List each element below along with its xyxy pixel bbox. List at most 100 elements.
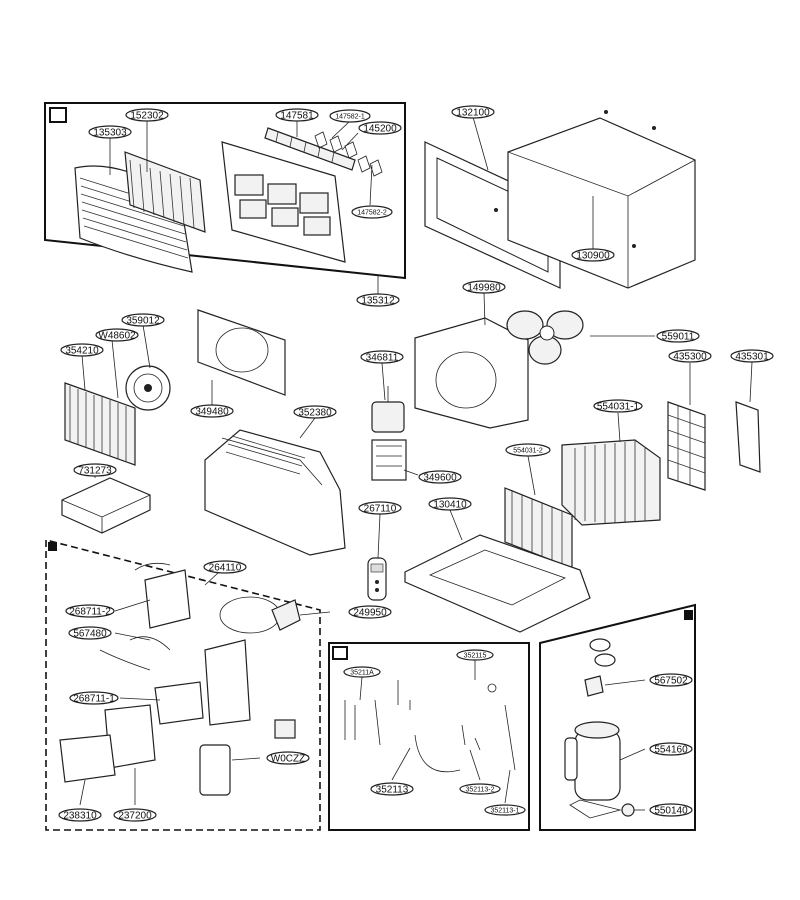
callout-349480: 349480 (190, 404, 234, 418)
part-label: 268711-1 (73, 694, 115, 705)
part-label: 268711-2 (69, 607, 111, 618)
part-label: 35211A (350, 670, 374, 677)
callout-147582-2: 147582-2 (351, 205, 393, 219)
part-label: 132100 (456, 108, 490, 119)
callout-147581: 147581 (275, 108, 319, 122)
callout-554160: 554160 (649, 742, 693, 756)
part-label: 559011 (662, 332, 695, 343)
part-label: 135312 (361, 296, 395, 307)
louver-clips (314, 131, 383, 177)
callout-352113: 352113 (370, 782, 414, 796)
callout-238310: 238310 (58, 808, 102, 822)
callout-264110: 264110 (203, 560, 247, 574)
remote-control (367, 557, 387, 601)
part-label: 147582-1 (335, 114, 365, 121)
part-label: 554031-2 (513, 448, 543, 455)
callout-135303: 135303 (88, 125, 132, 139)
callout-W0CZZ: W0CZZ (266, 751, 310, 765)
part-label: 352380 (298, 408, 332, 419)
part-label: 130900 (576, 251, 610, 262)
part-label: 149980 (467, 283, 501, 294)
callout-268711-2: 268711-2 (65, 604, 115, 618)
part-label: 238310 (63, 811, 97, 822)
callout-346811: 346811 (360, 350, 404, 364)
part-label: 435301 (735, 352, 769, 363)
base-pan (404, 534, 591, 633)
part-label: 135303 (93, 128, 127, 139)
part-label: 435300 (673, 352, 707, 363)
condenser-guard (667, 401, 706, 491)
condenser-coil (561, 439, 661, 526)
part-label: 346811 (366, 353, 399, 364)
part-label: 731273 (78, 466, 112, 477)
callout-435300: 435300 (668, 349, 712, 363)
callout-352380: 352380 (293, 405, 337, 419)
part-label: 352113-1 (490, 808, 519, 815)
part-label: 554160 (654, 745, 688, 756)
callout-145200: 145200 (358, 121, 402, 135)
callout-267110: 267110 (358, 501, 402, 515)
callout-132100: 132100 (451, 105, 495, 119)
electrical-parts (59, 562, 301, 796)
callout-W48602: W48602 (95, 328, 139, 342)
cabinet-front-frame (221, 141, 346, 263)
callout-352113-2: 352113-2 (459, 783, 501, 795)
part-label: 352113-2 (465, 787, 494, 794)
callout-554031-2: 554031-2 (505, 443, 551, 457)
section-frame-piping (328, 642, 530, 831)
fan-motor (371, 386, 407, 481)
part-label: 267110 (364, 504, 397, 515)
callout-35211A: 35211A (343, 666, 381, 678)
callout-354210: 354210 (60, 343, 104, 357)
callout-152302: 152302 (125, 108, 169, 122)
callout-559011: 559011 (656, 329, 700, 343)
callout-268711-1: 268711-1 (69, 691, 119, 705)
louver-strip (264, 127, 356, 171)
air-filter (124, 151, 206, 233)
part-label: 349600 (423, 473, 457, 484)
callout-237200: 237200 (113, 808, 157, 822)
part-label: 145200 (363, 124, 397, 135)
callout-554031-1: 554031-1 (593, 399, 643, 413)
part-label: 554031-1 (597, 402, 640, 413)
cabinet (494, 110, 696, 289)
callout-130410: 130410 (428, 497, 472, 511)
callout-352115: 352115 (456, 649, 494, 661)
condenser-fan (506, 310, 584, 365)
section-frame-electrical (45, 538, 321, 831)
condenser-coil-small (504, 487, 573, 569)
part-label: 354210 (65, 346, 99, 357)
foam-pad (61, 477, 151, 534)
blower-wheel (125, 365, 171, 411)
callout-567480: 567480 (68, 626, 112, 640)
part-label: 130410 (433, 500, 467, 511)
callout-435301: 435301 (730, 349, 774, 363)
evaporator-coil (64, 382, 136, 466)
part-label: 550140 (654, 806, 688, 817)
callout-249950: 249950 (348, 605, 392, 619)
part-label: 152302 (130, 111, 164, 122)
callout-349600: 349600 (418, 470, 462, 484)
callout-135312: 135312 (356, 293, 400, 307)
callout-352113-1: 352113-1 (484, 804, 526, 816)
part-label: 359012 (126, 316, 160, 327)
part-label: 567502 (654, 676, 688, 687)
callout-149980: 149980 (462, 280, 506, 294)
section-frame-compressor (539, 603, 696, 831)
part-label: 352115 (464, 653, 487, 660)
side-bracket (735, 401, 761, 473)
part-label: 264110 (209, 563, 242, 574)
callout-567502: 567502 (649, 673, 693, 687)
part-label: W0CZZ (271, 754, 305, 765)
fan-shroud (197, 309, 286, 396)
part-label: 237200 (118, 811, 152, 822)
part-label: W48602 (98, 331, 136, 342)
callout-147582-1: 147582-1 (329, 109, 371, 123)
callout-359012: 359012 (121, 313, 165, 327)
compressor-parts (564, 638, 635, 819)
part-label: 249950 (353, 608, 387, 619)
callout-550140: 550140 (649, 803, 693, 817)
part-label: 349480 (195, 407, 229, 418)
base-drain-pan (204, 429, 346, 556)
